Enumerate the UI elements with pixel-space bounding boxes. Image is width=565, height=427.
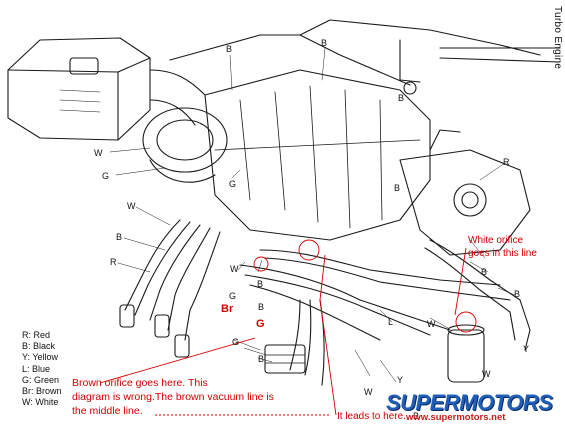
hose-label: W [364, 387, 373, 397]
hose-label: W [427, 319, 436, 329]
intake-manifold [204, 69, 431, 241]
leads-to-note: It leads to here. [337, 411, 406, 422]
hose-label: B [394, 183, 401, 193]
watermark-brand: SUPERMOTORS [386, 390, 553, 415]
hose-label: Y [397, 375, 404, 385]
hose-label: R [110, 257, 117, 267]
hose-label: B [257, 279, 264, 289]
hose-label: L [388, 317, 394, 327]
air-cleaner-box [7, 37, 151, 141]
hose-label: G [232, 337, 240, 347]
hose-label: B [258, 354, 265, 364]
hose-label: G [229, 291, 237, 301]
brown-orifice-note: Brown orifice goes here. This diagram is… [72, 377, 274, 417]
white-orifice-note: White orifice goes in this line [468, 235, 537, 259]
legend-item: L: Blue [22, 363, 51, 374]
hose-label: Y [523, 344, 530, 354]
vacuum-canister [447, 329, 485, 383]
legend-item: Y: Yellow [22, 352, 59, 363]
page-side-title: Turbo Engine [552, 6, 563, 70]
hose-label: G [229, 179, 237, 189]
hose-label: B [481, 267, 488, 277]
watermark-url: www.supermotors.net [406, 412, 506, 423]
hose-label: G [102, 171, 110, 181]
hose-label: B [258, 302, 265, 312]
throttle-body [399, 149, 531, 256]
legend-item: B: Black [22, 341, 56, 352]
turbo-housing [142, 107, 228, 173]
brown-orifice-leader [99, 337, 256, 384]
legend-item: R: Red [22, 330, 51, 340]
hose-label: B [514, 289, 521, 299]
hose-label: W [482, 369, 491, 379]
green-hose-label: G [256, 318, 265, 330]
hose-label: B [226, 44, 233, 54]
hose-label: B [321, 38, 328, 48]
white-orifice-leader [454, 247, 467, 316]
hose-label: W [230, 264, 239, 274]
hose-label: B [413, 411, 420, 421]
hose-label: R [503, 157, 510, 167]
brown-hose-label: Br [221, 303, 234, 315]
hose-label: B [116, 232, 123, 242]
color-legend: R: Red B: Black Y: Yellow L: Blue G: Gre… [22, 330, 62, 408]
leads-to-leader [319, 254, 337, 416]
hose-label: B [398, 93, 405, 103]
legend-item: W: White [22, 397, 59, 408]
hose-label: W [94, 148, 103, 158]
legend-item: Br: Brown [22, 386, 62, 397]
supermotors-watermark: SUPERMOTORS www.supermotors.net [376, 388, 562, 425]
legend-item: G: Green [22, 374, 60, 385]
hose-label: W [127, 201, 136, 211]
